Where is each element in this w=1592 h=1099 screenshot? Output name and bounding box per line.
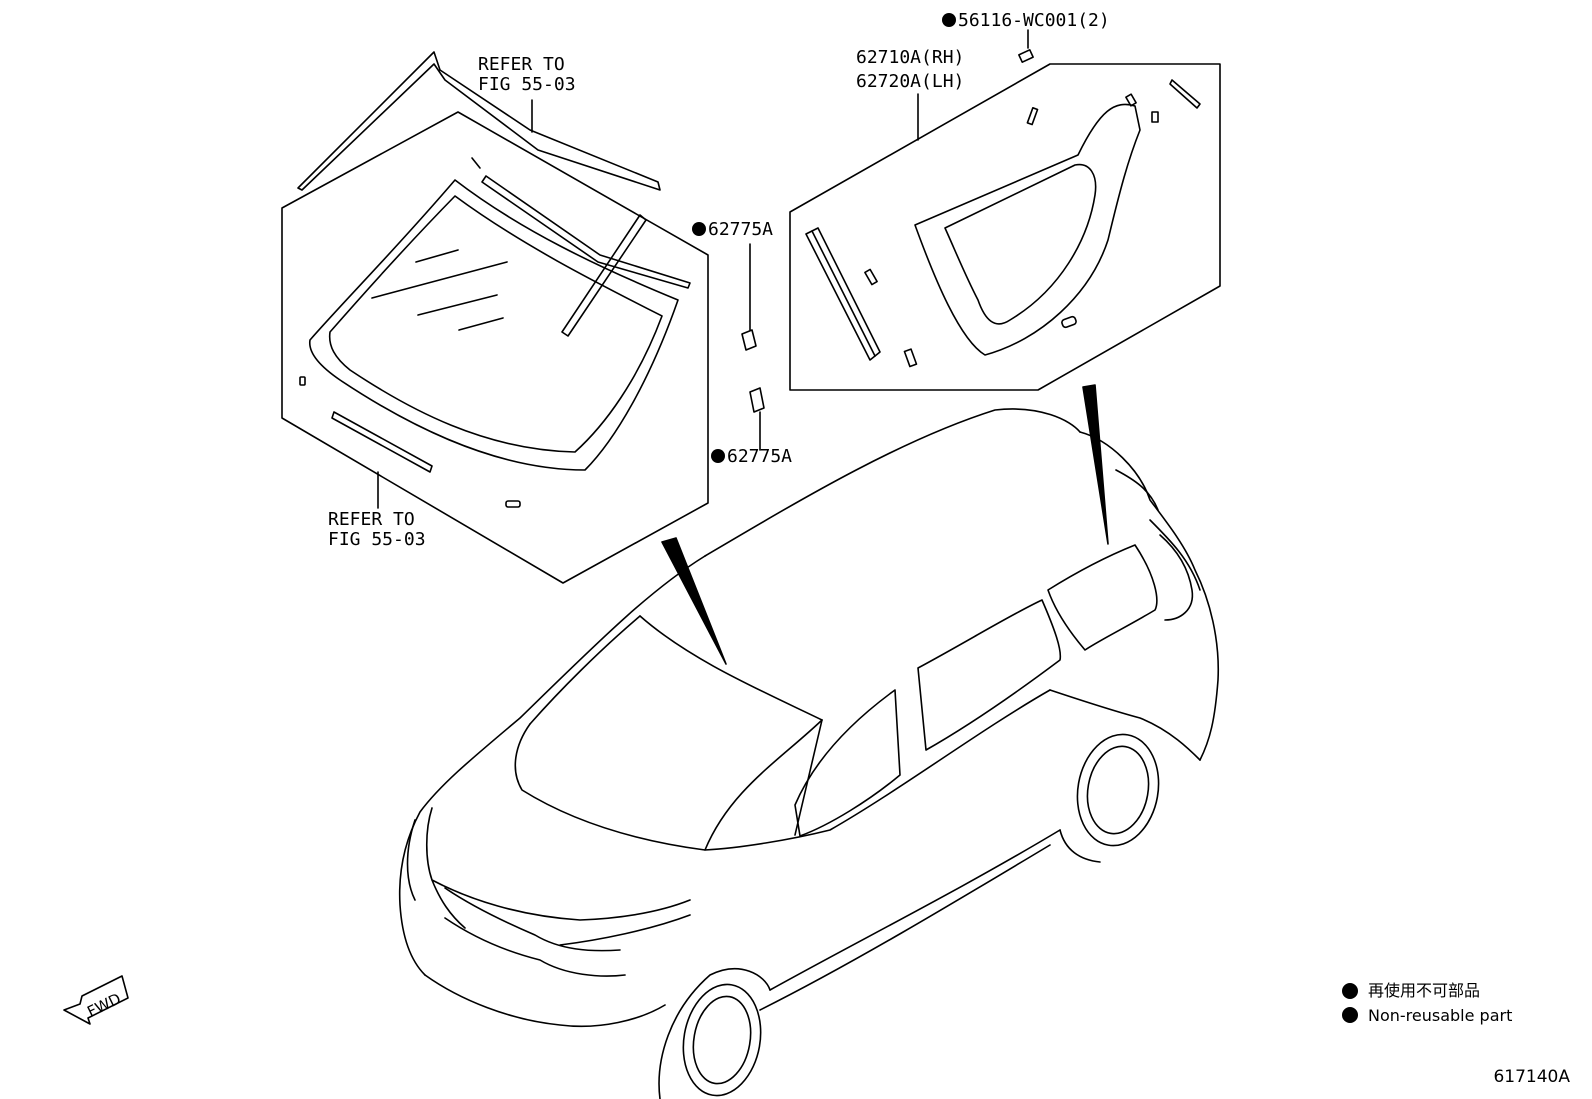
vehicle-front-wheel bbox=[682, 983, 762, 1097]
figure-id: 617140A bbox=[1493, 1067, 1570, 1087]
refer-top-line1: REFER TO bbox=[478, 54, 565, 75]
vehicle-front-side-window bbox=[794, 689, 901, 837]
windshield-glass-outer bbox=[309, 179, 679, 471]
retainer-upper-number: 62775A bbox=[692, 220, 773, 240]
refer-top-line2: FIG 55-03 bbox=[478, 74, 576, 95]
quarter-glass-group bbox=[789, 29, 1221, 391]
windshield-top-moulding bbox=[297, 51, 661, 191]
quarter-glass-inner bbox=[944, 163, 1097, 325]
legend-dot-icon bbox=[1342, 1007, 1358, 1023]
legend-dot-icon bbox=[1342, 983, 1358, 999]
legend-english: Non-reusable part bbox=[1368, 1006, 1513, 1025]
vehicle-rear-wheel bbox=[1076, 733, 1160, 847]
non-reusable-marker-icon bbox=[692, 222, 706, 236]
windshield-upper-strip bbox=[481, 175, 691, 289]
vehicle-outline bbox=[398, 408, 1220, 1099]
fwd-arrow-label: FWD bbox=[84, 989, 123, 1021]
vehicle-quarter-window bbox=[1047, 544, 1158, 651]
retainer-group bbox=[741, 243, 765, 451]
retainer-lower bbox=[749, 387, 765, 413]
pointer-quarter bbox=[1082, 384, 1109, 545]
quarter-glass-panel-outline bbox=[789, 63, 1221, 391]
windshield-lower-strip bbox=[331, 411, 433, 473]
legend-japanese: 再使用不可部品 bbox=[1368, 981, 1481, 1000]
quarter-glass-lh-number: 62720A(LH) bbox=[856, 71, 965, 92]
quarter-glass-outer bbox=[914, 103, 1141, 356]
windshield-glass-inner bbox=[328, 195, 663, 453]
windshield-group bbox=[281, 51, 709, 584]
non-reusable-marker-icon bbox=[711, 449, 725, 463]
clip-part-number: 56116-WC001(2) bbox=[942, 11, 1110, 31]
windshield-panel-outline bbox=[281, 111, 709, 584]
pointer-windshield bbox=[661, 537, 727, 665]
fwd-arrow-icon bbox=[63, 975, 129, 1025]
retainer-upper bbox=[741, 329, 757, 351]
quarter-glass-rh-number: 62710A(RH) bbox=[856, 47, 965, 68]
non-reusable-marker-icon bbox=[942, 13, 956, 27]
quarter-belt-moulding bbox=[805, 227, 881, 361]
refer-bottom-line1: REFER TO bbox=[328, 509, 415, 530]
retainer-lower-number: 62775A bbox=[711, 447, 792, 467]
refer-bottom-line2: FIG 55-03 bbox=[328, 529, 426, 550]
vehicle-rear-side-window bbox=[917, 599, 1062, 751]
